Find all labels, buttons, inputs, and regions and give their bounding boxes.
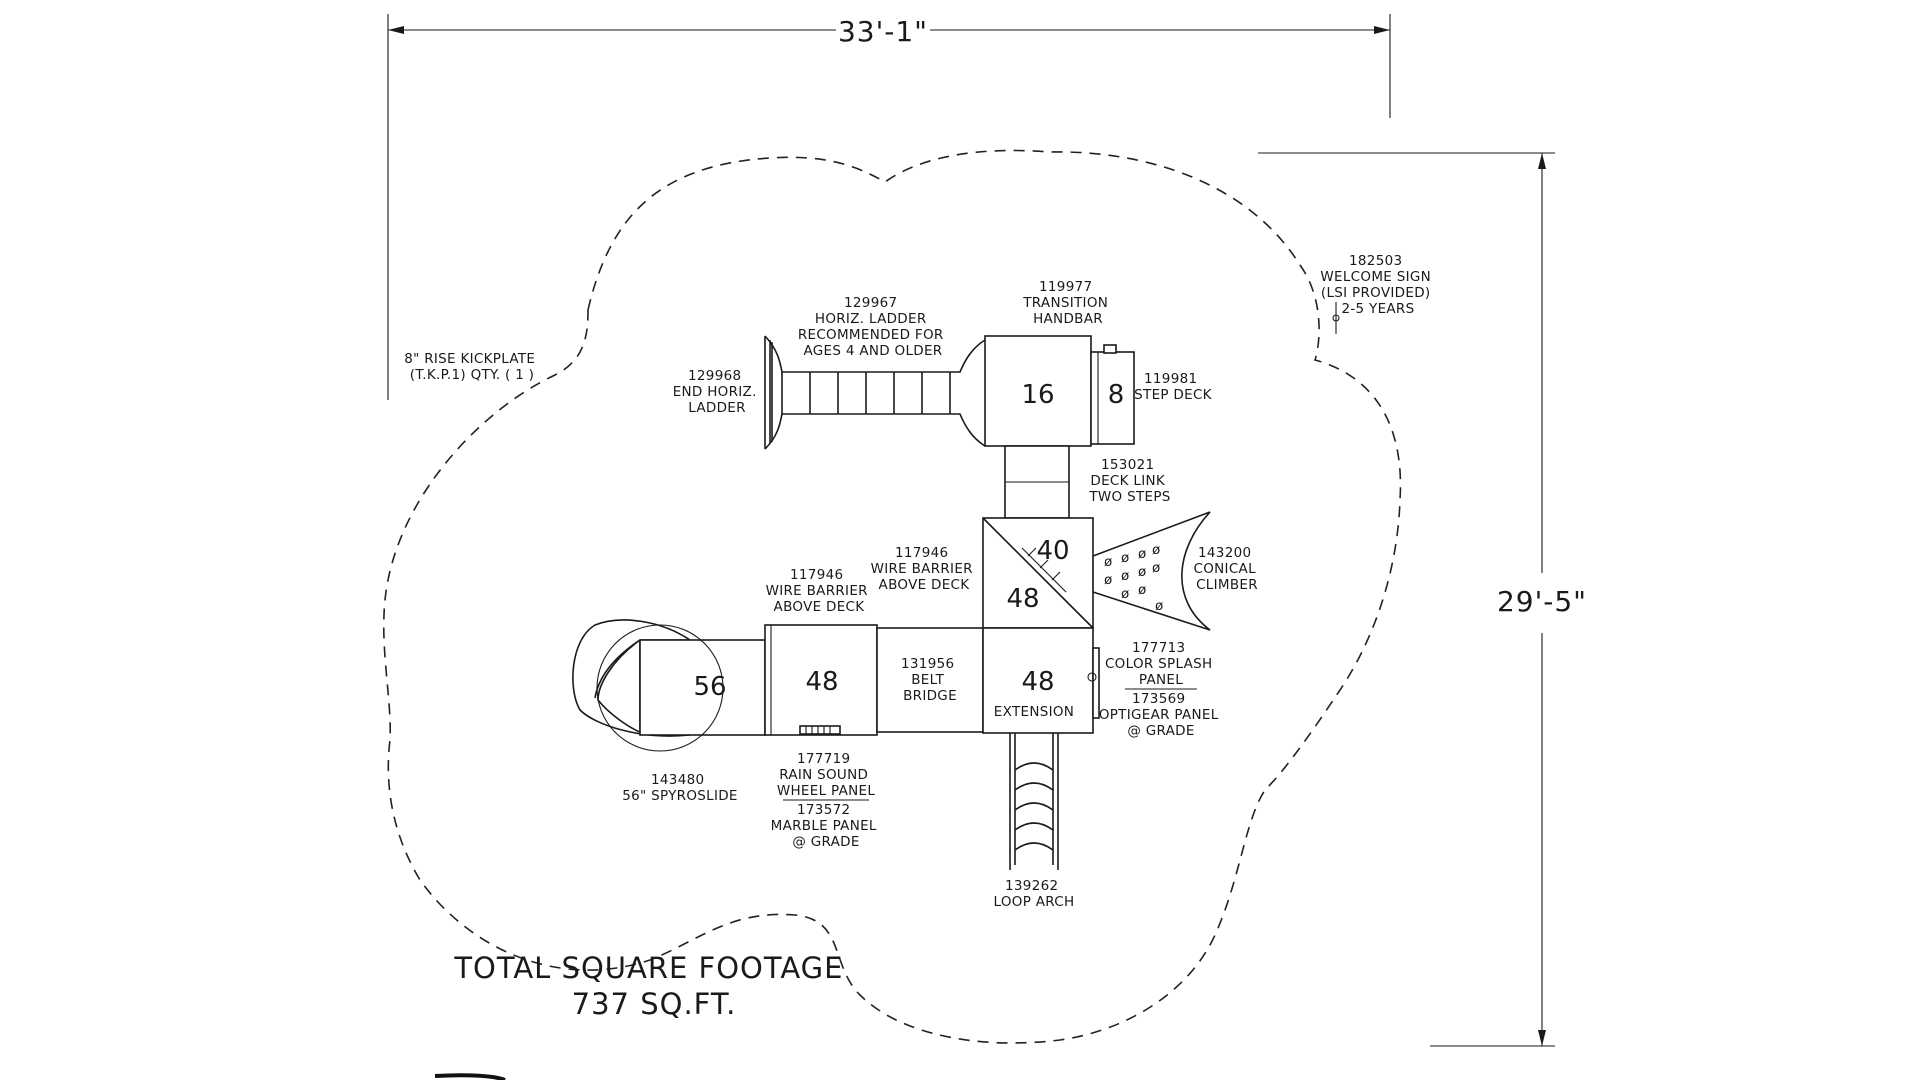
belt-bridge-label: 131956 BELT BRIDGE — [901, 656, 959, 704]
height-dimension-label: 29'-5" — [1497, 585, 1587, 618]
step-deck-label: 119981 STEP DECK — [1134, 371, 1213, 403]
belt-bridge — [876, 627, 984, 733]
spyroslide — [572, 619, 766, 752]
kickplate-label: 8" RISE KICKPLATE (T.K.P.1) QTY. ( 1 ) — [404, 351, 540, 383]
conical-climber: ø ø ø ø ø ø ø ø ø ø ø — [1092, 511, 1211, 631]
height-dimension: 29'-5" — [1258, 152, 1587, 1047]
svg-text:ø: ø — [1155, 598, 1164, 614]
loop-arch-label: 139262 LOOP ARCH — [994, 878, 1075, 910]
svg-text:ø: ø — [1104, 554, 1113, 570]
step-deck-8-number: 8 — [1108, 380, 1125, 410]
loop-arch — [1009, 733, 1059, 870]
total-square-footage: TOTAL SQUARE FOOTAGE 737 SQ.FT. — [453, 951, 853, 1021]
deck-48-right — [982, 627, 1094, 734]
logo-fragment — [434, 1073, 506, 1080]
optigear-label: 173569 OPTIGEAR PANEL @ GRADE — [1099, 691, 1223, 739]
svg-text:ø: ø — [1121, 550, 1130, 566]
deck-40-48 — [982, 517, 1094, 629]
end-horiz-ladder-label: 129968 END HORIZ. LADDER — [673, 368, 762, 416]
deck-48-right-number: 48 — [1021, 667, 1054, 697]
rain-sound-label: 177719 RAIN SOUND WHEEL PANEL — [777, 751, 876, 799]
svg-text:ø: ø — [1152, 560, 1161, 576]
deck-48-left — [764, 624, 878, 736]
horizontal-ladder — [764, 335, 986, 450]
conical-climber-label: 143200 CONICAL CLIMBER — [1193, 545, 1260, 593]
width-dimension: 33'-1" — [387, 14, 1391, 400]
wire-barrier-left-label: 117946 WIRE BARRIER ABOVE DECK — [766, 567, 873, 615]
slide-deck-56-number: 56 — [693, 672, 726, 702]
svg-text:ø: ø — [1138, 546, 1147, 562]
color-splash-label: 177713 COLOR SPLASH PANEL — [1105, 640, 1217, 688]
svg-text:ø: ø — [1138, 564, 1147, 580]
spyroslide-label: 143480 56" SPYROSLIDE — [622, 772, 738, 804]
wire-barrier-right-label: 117946 WIRE BARRIER ABOVE DECK — [871, 545, 978, 593]
deck-16-number: 16 — [1021, 380, 1054, 410]
transition-handbar-label: 119977 TRANSITION HANDBAR — [1022, 279, 1113, 327]
width-dimension-label: 33'-1" — [838, 15, 928, 48]
deck-48-left-number: 48 — [805, 667, 838, 697]
deck-40-number: 40 — [1036, 536, 1069, 566]
svg-text:ø: ø — [1121, 568, 1130, 584]
extension-label: EXTENSION — [994, 704, 1074, 720]
svg-text:ø: ø — [1152, 542, 1161, 558]
svg-text:ø: ø — [1138, 582, 1147, 598]
horiz-ladder-label: 129967 HORIZ. LADDER RECOMMENDED FOR AGE… — [798, 295, 948, 359]
svg-text:ø: ø — [1121, 586, 1130, 602]
deck-link-label: 153021 DECK LINK TWO STEPS — [1088, 457, 1170, 505]
safety-zone-outline — [382, 149, 1402, 1044]
welcome-sign-label: 182503 WELCOME SIGN (LSI PROVIDED) 2-5 Y… — [1320, 253, 1435, 317]
welcome-sign-symbol — [1332, 302, 1340, 334]
deck-48-upper-number: 48 — [1006, 584, 1039, 614]
marble-label: 173572 MARBLE PANEL @ GRADE — [771, 802, 882, 850]
svg-text:ø: ø — [1104, 572, 1113, 588]
